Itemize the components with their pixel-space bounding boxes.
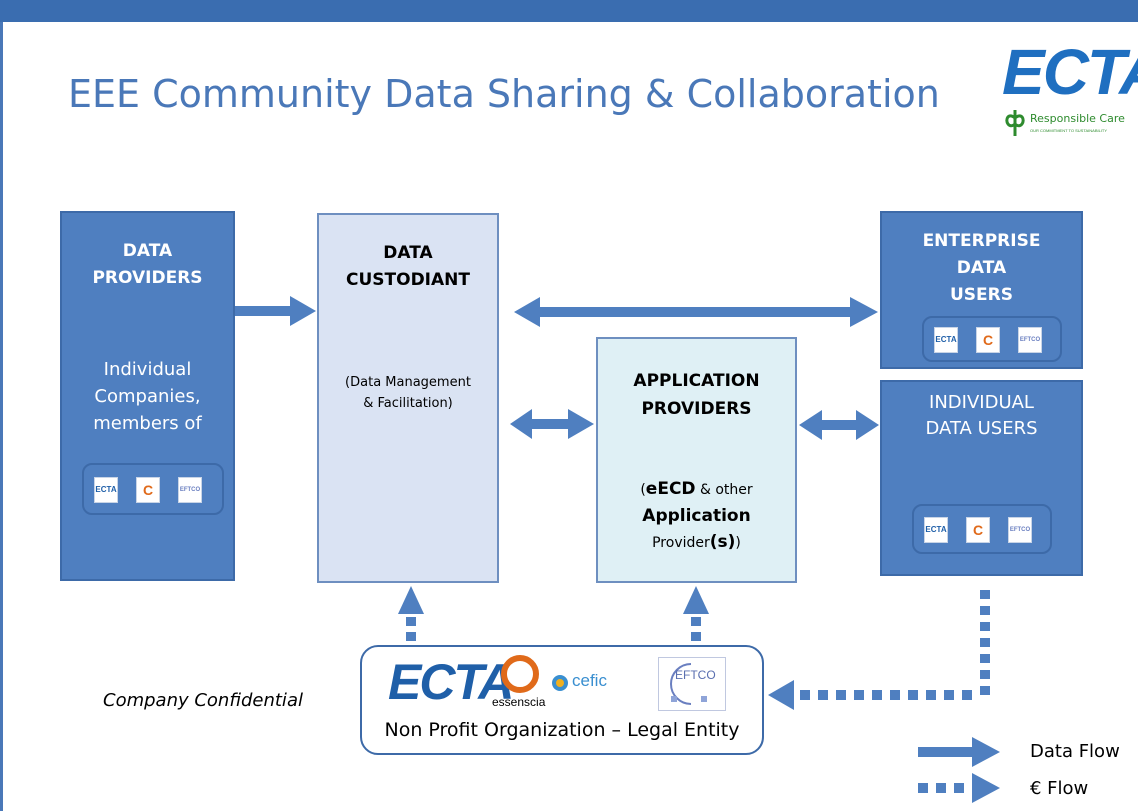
- application-providers-title-2: PROVIDERS: [641, 399, 752, 419]
- essenscia-mini-logo: C: [976, 327, 1000, 353]
- responsible-care-icon: [1005, 110, 1025, 136]
- left-edge-line: [0, 22, 3, 811]
- eftco-mini-logo: EFTCO: [178, 477, 202, 503]
- npo-ecta-logo: ECTA: [388, 654, 514, 710]
- essenscia-mini-logo: C: [966, 517, 990, 543]
- essenscia-text: essenscia: [492, 695, 546, 709]
- npo-cefic-logo: cefic: [550, 671, 620, 695]
- responsible-care-badge: Responsible Care OUR COMMITMENT TO SUSTA…: [1000, 108, 1134, 142]
- data-providers-desc-3: members of: [93, 413, 202, 434]
- responsible-care-subtext: OUR COMMITMENT TO SUSTAINABILITY: [1030, 128, 1108, 133]
- application-label: Application: [642, 506, 751, 526]
- application-providers-box: APPLICATION PROVIDERS (eECD & other Appl…: [596, 337, 797, 583]
- cefic-text: cefic: [572, 671, 607, 690]
- legend-data-flow-arrow: [918, 737, 1000, 767]
- provider-label: Provider: [652, 535, 710, 551]
- npo-label: Non Profit Organization – Legal Entity: [384, 719, 740, 741]
- legend-data-flow-label: Data Flow: [1030, 741, 1120, 762]
- enterprise-users-title-3: USERS: [950, 285, 1013, 305]
- legend-euro-flow-arrow: [918, 773, 1000, 803]
- data-custodian-desc-1: (Data Management: [345, 375, 471, 390]
- responsible-care-text: Responsible Care: [1030, 112, 1125, 125]
- and-other-label: & other: [695, 482, 753, 498]
- npo-legal-entity-box: ECTA essenscia cefic EFTCO Non Profit Or…: [360, 645, 764, 755]
- ecta-mini-logo: ECTA: [94, 477, 118, 503]
- application-providers-desc-line1: (eECD & other: [598, 479, 795, 499]
- enterprise-users-title-2: DATA: [956, 258, 1007, 278]
- individual-users-box: INDIVIDUAL DATA USERS ECTA C EFTCO: [880, 380, 1083, 576]
- provider-s-label: (s): [709, 532, 736, 552]
- data-providers-logo-panel: ECTA C EFTCO: [82, 463, 224, 515]
- eftco-text: EFTCO: [675, 668, 716, 682]
- ecta-mini-logo: ECTA: [934, 327, 958, 353]
- data-flow-arrow-custodian-enterprise: [514, 297, 878, 327]
- eftco-mini-logo: EFTCO: [1018, 327, 1042, 353]
- data-custodian-title-2: CUSTODIANT: [346, 270, 470, 290]
- essenscia-mini-logo: C: [136, 477, 160, 503]
- application-providers-title-1: APPLICATION: [633, 371, 760, 391]
- ecta-logo: ECTA Responsible Care OUR COMMITMENT TO …: [1000, 40, 1138, 144]
- enterprise-users-title-1: ENTERPRISE: [922, 231, 1041, 251]
- essenscia-swirl-icon: [501, 655, 539, 693]
- legend-euro-flow-label: € Flow: [1030, 778, 1089, 799]
- company-confidential-label: Company Confidential: [103, 690, 303, 711]
- euro-flow-arrow-to-custodian: [398, 586, 424, 641]
- euro-flow-arrow-to-application: [683, 586, 709, 641]
- npo-essenscia-logo: essenscia: [492, 655, 548, 713]
- data-custodian-desc-2: & Facilitation): [363, 396, 453, 411]
- paren-open: (: [640, 482, 646, 498]
- cefic-dots-icon: [552, 675, 568, 691]
- top-banner: [0, 0, 1138, 22]
- paren-close: ): [735, 535, 741, 551]
- application-providers-desc-line3: Provider(s)): [598, 532, 795, 552]
- euro-flow-arrow-users-to-npo: [768, 590, 990, 710]
- individual-users-title-2: DATA USERS: [925, 418, 1038, 439]
- data-flow-arrow-application-individual: [799, 410, 879, 440]
- data-custodian-title-1: DATA: [383, 243, 433, 263]
- data-providers-title-2: PROVIDERS: [92, 268, 203, 288]
- eftco-mini-logo: EFTCO: [1008, 517, 1032, 543]
- eftco-circle-icon: [670, 663, 707, 705]
- data-providers-desc-2: Companies,: [94, 386, 201, 407]
- enterprise-users-box: ENTERPRISE DATA USERS ECTA C EFTCO: [880, 211, 1083, 369]
- page-title: EEE Community Data Sharing & Collaborati…: [68, 72, 940, 116]
- ecta-logo-text: ECTA: [1002, 36, 1138, 108]
- data-flow-arrow-custodian-application: [510, 409, 594, 439]
- data-custodian-box: DATA CUSTODIANT (Data Management & Facil…: [317, 213, 499, 583]
- data-providers-title-1: DATA: [122, 241, 173, 261]
- npo-eftco-logo: EFTCO: [658, 657, 726, 711]
- enterprise-users-logo-panel: ECTA C EFTCO: [922, 316, 1062, 362]
- data-flow-arrow-providers-to-custodian: [235, 296, 316, 326]
- data-providers-box: DATA PROVIDERS Individual Companies, mem…: [60, 211, 235, 581]
- individual-users-logo-panel: ECTA C EFTCO: [912, 504, 1052, 554]
- individual-users-title-1: INDIVIDUAL: [929, 392, 1034, 413]
- eecd-label: eECD: [645, 479, 696, 499]
- ecta-mini-logo: ECTA: [924, 517, 948, 543]
- data-providers-desc-1: Individual: [103, 359, 192, 380]
